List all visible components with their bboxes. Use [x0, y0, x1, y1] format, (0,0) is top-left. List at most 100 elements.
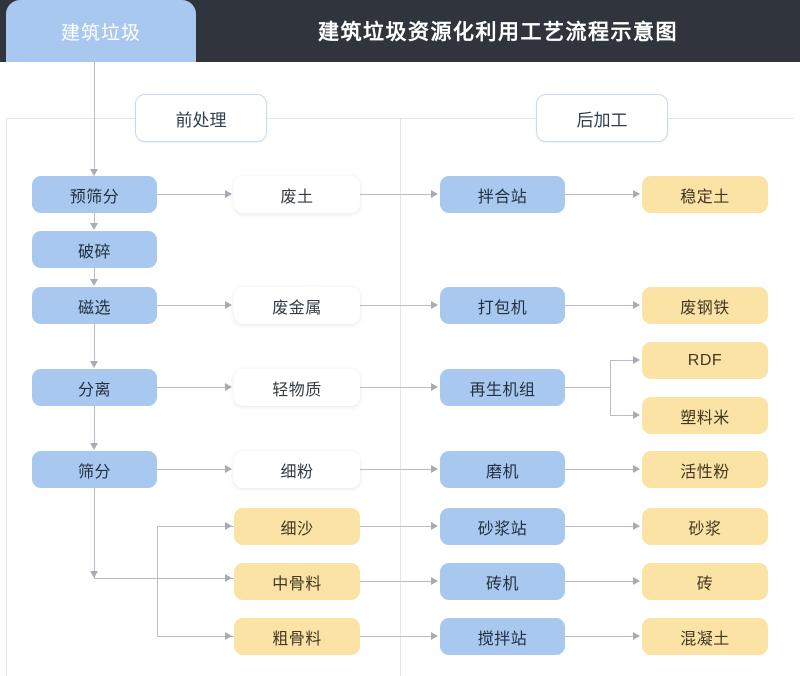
section-pill-postprocessing-label: 后加工: [576, 110, 628, 130]
node-recycling-unit-label: 再生机组: [469, 381, 536, 399]
connector-mill-to-active-powder: [565, 469, 635, 470]
node-mortar-station-label: 砂浆站: [477, 520, 528, 538]
arrow-light-material-to-recycling-unit: [431, 383, 438, 391]
node-active-powder[interactable]: 活性粉: [642, 451, 768, 488]
node-fine-sand[interactable]: 细沙: [234, 508, 360, 545]
arrow-separation-to-screening: [90, 443, 98, 450]
node-mill-label: 磨机: [485, 463, 519, 481]
node-light-material[interactable]: 轻物质: [234, 369, 360, 406]
node-fine-powder[interactable]: 细粉: [234, 451, 360, 488]
arrow-screening-down: [90, 571, 98, 578]
node-pre-screening[interactable]: 预筛分: [32, 176, 157, 213]
node-separation[interactable]: 分离: [32, 369, 157, 406]
connector-spine-to-medium-aggregate: [94, 578, 234, 579]
arrow-brick-machine-to-brick: [633, 577, 640, 585]
arrow-prescreen-to-crush: [90, 223, 98, 230]
node-magnetic-separation-label: 磁选: [77, 299, 111, 317]
header-bar: 建筑垃圾 建筑垃圾资源化利用工艺流程示意图: [0, 0, 800, 62]
node-mixing-station[interactable]: 拌合站: [440, 176, 565, 213]
arrow-to-rdf: [633, 356, 640, 364]
node-crushing[interactable]: 破碎: [32, 231, 157, 268]
arrow-magnetic-to-separation: [90, 361, 98, 368]
node-concrete-mixing-station[interactable]: 搅拌站: [440, 618, 565, 655]
connector-split-to-plastic-pellets: [610, 415, 635, 416]
connector-prescreen-to-waste-soil: [157, 194, 227, 195]
connector-waste-metal-to-baler: [360, 305, 433, 306]
node-scrap-steel-label: 废钢铁: [680, 299, 730, 317]
node-scrap-steel[interactable]: 废钢铁: [642, 287, 768, 324]
connector-magnetic-to-waste-metal: [157, 305, 227, 306]
node-coarse-aggregate[interactable]: 粗骨料: [234, 618, 360, 655]
section-pill-pretreatment-label: 前处理: [175, 110, 227, 130]
node-coarse-aggregate-label: 粗骨料: [272, 630, 322, 648]
node-stabilized-soil[interactable]: 稳定土: [642, 176, 768, 213]
node-brick[interactable]: 砖: [642, 563, 768, 600]
source-tab[interactable]: 建筑垃圾: [6, 0, 196, 62]
node-fine-sand-label: 细沙: [280, 520, 314, 538]
arrow-mortar-station-to-mortar: [633, 522, 640, 530]
connector-light-material-to-recycling-unit: [360, 387, 433, 388]
node-pre-screening-label: 预筛分: [69, 188, 120, 206]
arrow-to-plastic-pellets: [633, 411, 640, 419]
node-magnetic-separation[interactable]: 磁选: [32, 287, 157, 324]
node-baler-label: 打包机: [477, 299, 528, 317]
node-waste-metal[interactable]: 废金属: [234, 287, 360, 324]
connector-screening-to-fine-powder: [157, 469, 227, 470]
connector-crush-to-magnetic: [94, 268, 95, 281]
node-waste-metal-label: 废金属: [272, 299, 322, 317]
node-concrete[interactable]: 混凝土: [642, 618, 768, 655]
arrow-fine-sand-to-mortar-station: [431, 522, 438, 530]
node-stabilized-soil-label: 稳定土: [680, 188, 730, 206]
node-waste-soil[interactable]: 废土: [234, 176, 360, 213]
node-rdf-label: RDF: [687, 351, 723, 369]
canvas-center-divider: [400, 118, 401, 676]
node-brick-label: 砖: [696, 575, 714, 593]
arrow-waste-soil-to-mixing-station: [431, 190, 438, 198]
node-medium-aggregate[interactable]: 中骨料: [234, 563, 360, 600]
connector-separation-to-screening: [94, 406, 95, 445]
connector-separation-to-light-material: [157, 387, 227, 388]
node-mixing-station-label: 拌合站: [477, 188, 528, 206]
arrow-baler-to-scrap-steel: [633, 301, 640, 309]
connector-split-to-rdf: [610, 360, 635, 361]
connector-baler-to-scrap-steel: [565, 305, 635, 306]
node-baler[interactable]: 打包机: [440, 287, 565, 324]
node-plastic-pellets[interactable]: 塑料米: [642, 397, 768, 434]
connector-source-to-prescreen: [94, 62, 95, 172]
arrow-screening-to-fine-powder: [225, 465, 232, 473]
arrow-to-medium-aggregate: [225, 574, 232, 582]
arrow-coarse-aggregate-to-concrete-station: [431, 632, 438, 640]
node-concrete-mixing-station-label: 搅拌站: [477, 630, 528, 648]
arrow-magnetic-to-waste-metal: [225, 301, 232, 309]
connector-mixing-station-to-stabilized-soil: [565, 194, 635, 195]
node-screening[interactable]: 筛分: [32, 451, 157, 488]
arrow-crush-to-magnetic: [90, 279, 98, 286]
node-brick-machine-label: 砖机: [485, 575, 519, 593]
source-tab-label: 建筑垃圾: [60, 22, 141, 44]
connector-recycling-unit-split-trunk: [610, 360, 611, 415]
arrow-source-to-prescreen: [90, 169, 98, 176]
arrow-waste-metal-to-baler: [431, 301, 438, 309]
connector-fine-sand-to-mortar-station: [360, 526, 433, 527]
connector-coarse-aggregate-to-concrete-station: [360, 636, 433, 637]
connector-screening-down: [94, 488, 95, 578]
arrow-to-coarse-aggregate: [225, 632, 232, 640]
node-rdf[interactable]: RDF: [642, 342, 768, 379]
node-crushing-label: 破碎: [77, 243, 111, 261]
node-mortar[interactable]: 砂浆: [642, 508, 768, 545]
node-plastic-pellets-label: 塑料米: [680, 409, 730, 427]
connector-medium-aggregate-to-brick-machine: [360, 581, 433, 582]
arrow-medium-aggregate-to-brick-machine: [431, 577, 438, 585]
node-mortar-station[interactable]: 砂浆站: [440, 508, 565, 545]
arrow-fine-powder-to-mill: [431, 465, 438, 473]
flow-canvas: 前处理 后加工: [0, 62, 800, 676]
node-brick-machine[interactable]: 砖机: [440, 563, 565, 600]
connector-trunk-to-coarse-aggregate: [157, 636, 234, 637]
arrow-separation-to-light-material: [225, 383, 232, 391]
node-recycling-unit[interactable]: 再生机组: [440, 369, 565, 406]
node-mill[interactable]: 磨机: [440, 451, 565, 488]
node-light-material-label: 轻物质: [272, 381, 322, 399]
canvas-left-border: [6, 118, 7, 676]
connector-brick-machine-to-brick: [565, 581, 635, 582]
node-separation-label: 分离: [77, 381, 111, 399]
